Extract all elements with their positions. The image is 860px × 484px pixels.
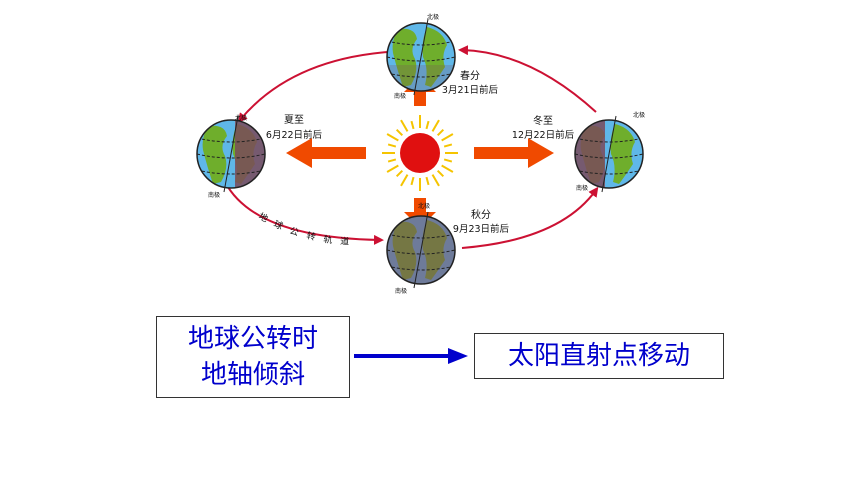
cause-line: 地球公转时 <box>187 324 318 354</box>
orbit-label: 地 球 公 转 轨 道 <box>257 210 350 248</box>
orbit-label-char: 转 <box>305 229 317 243</box>
sun-disc <box>400 133 440 173</box>
summer-date: 6月22日前后 <box>266 129 323 141</box>
south-pole-label: 南极 <box>395 287 407 295</box>
sun-rays <box>382 115 458 191</box>
sun-ray <box>410 120 415 130</box>
globe-autumn <box>386 211 456 289</box>
effect-box: 太阳直射点移动 <box>474 333 724 379</box>
globes <box>196 18 644 289</box>
sun-ray <box>387 158 397 163</box>
sun-ray <box>425 176 430 186</box>
south-pole-label: 南极 <box>394 92 406 100</box>
orbit-label-char: 道 <box>340 235 350 248</box>
spring-name: 春分 <box>460 70 480 82</box>
summer-name: 夏至 <box>284 114 304 126</box>
north-pole-label: 北极 <box>427 13 439 21</box>
orbit-label-char: 球 <box>272 218 285 233</box>
autumn-date: 9月23日前后 <box>453 223 510 235</box>
cause-box: 地球公转时 地轴倾斜 <box>156 316 350 398</box>
sun-ray <box>400 119 409 132</box>
south-pole-label: 南极 <box>208 191 220 199</box>
orbit-path <box>224 45 599 249</box>
sun-ray <box>386 164 399 173</box>
north-pole-label: 北极 <box>633 111 645 119</box>
cause-effect-arrow <box>354 348 468 364</box>
pole-labels: 北极 南极 北极 南极 北极 南极 北极 南极 <box>208 13 645 295</box>
orbit-label-char: 地 <box>257 210 271 225</box>
season-labels: 春分 3月21日前后 夏至 6月22日前后 冬至 12月22日前后 秋分 9月2… <box>266 70 575 235</box>
arrow-right <box>474 138 554 168</box>
orbit-label-char: 轨 <box>323 233 334 246</box>
globe-spring <box>386 18 456 96</box>
north-pole-label: 北极 <box>235 114 247 122</box>
sun-ray <box>410 176 415 186</box>
sun-ray <box>441 133 454 142</box>
north-pole-label: 北极 <box>418 202 430 210</box>
winter-name: 冬至 <box>533 114 553 127</box>
globe-winter <box>574 115 644 193</box>
sun-ray <box>400 174 409 187</box>
sun-ray <box>431 119 440 132</box>
arrow-down <box>404 198 436 228</box>
sun <box>382 115 458 191</box>
autumn-name: 秋分 <box>471 208 491 221</box>
cause-line: 地轴倾斜 <box>200 360 305 390</box>
sun-ray <box>425 120 430 130</box>
sun-ray <box>395 169 404 178</box>
sun-ray <box>441 164 454 173</box>
sun-ray <box>443 158 453 163</box>
sun-ray <box>436 128 445 137</box>
winter-date: 12月22日前后 <box>512 129 575 141</box>
south-pole-label: 南极 <box>576 184 588 192</box>
sun-ray <box>443 143 453 148</box>
sun-ray <box>386 133 399 142</box>
spring-date: 3月21日前后 <box>442 84 499 96</box>
sun-ray <box>431 174 440 187</box>
globe-summer <box>196 115 266 193</box>
sun-ray <box>387 143 397 148</box>
arrow-left <box>286 138 366 168</box>
sun-ray <box>395 128 404 137</box>
effect-text: 太阳直射点移动 <box>507 341 690 371</box>
orbit-label-char: 公 <box>288 225 300 238</box>
sun-ray <box>436 169 445 178</box>
